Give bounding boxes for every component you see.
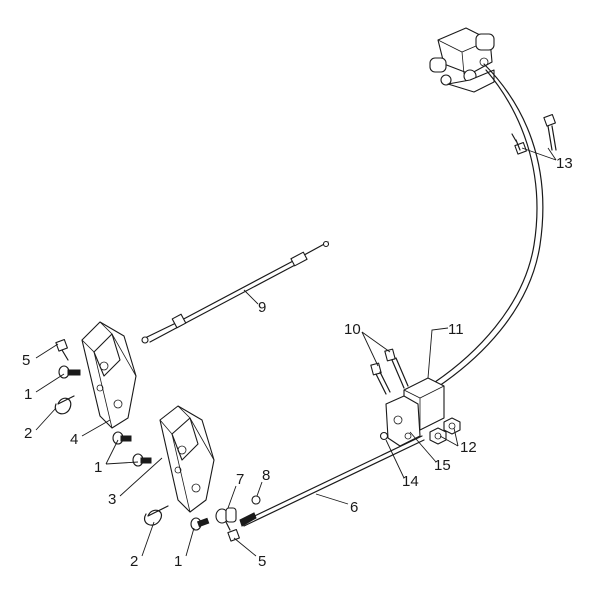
part-8-nut [251,495,261,505]
callout-13: 13 [556,155,573,172]
bracket-4 [81,321,137,429]
bolt-1-d [190,517,210,531]
callout-1-middle: 1 [94,459,102,476]
bolt-1-b [112,431,132,445]
callout-5-upper: 5 [22,352,30,369]
part-14-washer [379,431,389,441]
callout-2-upper: 2 [24,425,32,442]
callout-10: 10 [344,321,361,338]
callout-1-upper: 1 [24,386,32,403]
spring-2-upper [54,395,75,415]
nut-12-a [429,427,447,445]
bolt-5-upper [55,338,69,361]
callout-6: 6 [350,499,358,516]
bolt-13-lower [511,133,527,155]
rod-6 [239,435,425,527]
nut-12-b [443,417,461,435]
brake-hose [425,63,544,393]
brake-caliper [429,27,495,93]
callout-4: 4 [70,431,78,448]
callout-5-lower: 5 [258,553,266,570]
callout-15: 15 [434,457,451,474]
callout-11: 11 [448,321,464,338]
cable-9 [141,240,330,344]
callout-2-lower: 2 [130,553,138,570]
callout-8: 8 [262,467,270,484]
callout-12: 12 [460,439,477,456]
bolt-10-upper [384,348,409,389]
bracket-3 [159,405,215,513]
bolt-5-lower [225,521,240,542]
callout-7: 7 [236,471,244,488]
bolt-13-upper [543,113,557,151]
spring-2-lower [144,505,169,526]
part-7-clevis [215,507,237,524]
bolt-10-lower [370,362,391,395]
callout-14: 14 [402,473,419,490]
bracket-15 [385,395,421,447]
leader-lines [35,147,557,557]
callout-1-lower: 1 [174,553,182,570]
callout-9: 9 [258,299,266,316]
bolt-1-a [58,365,81,379]
bolt-1-c [132,453,152,467]
callout-3: 3 [108,491,116,508]
